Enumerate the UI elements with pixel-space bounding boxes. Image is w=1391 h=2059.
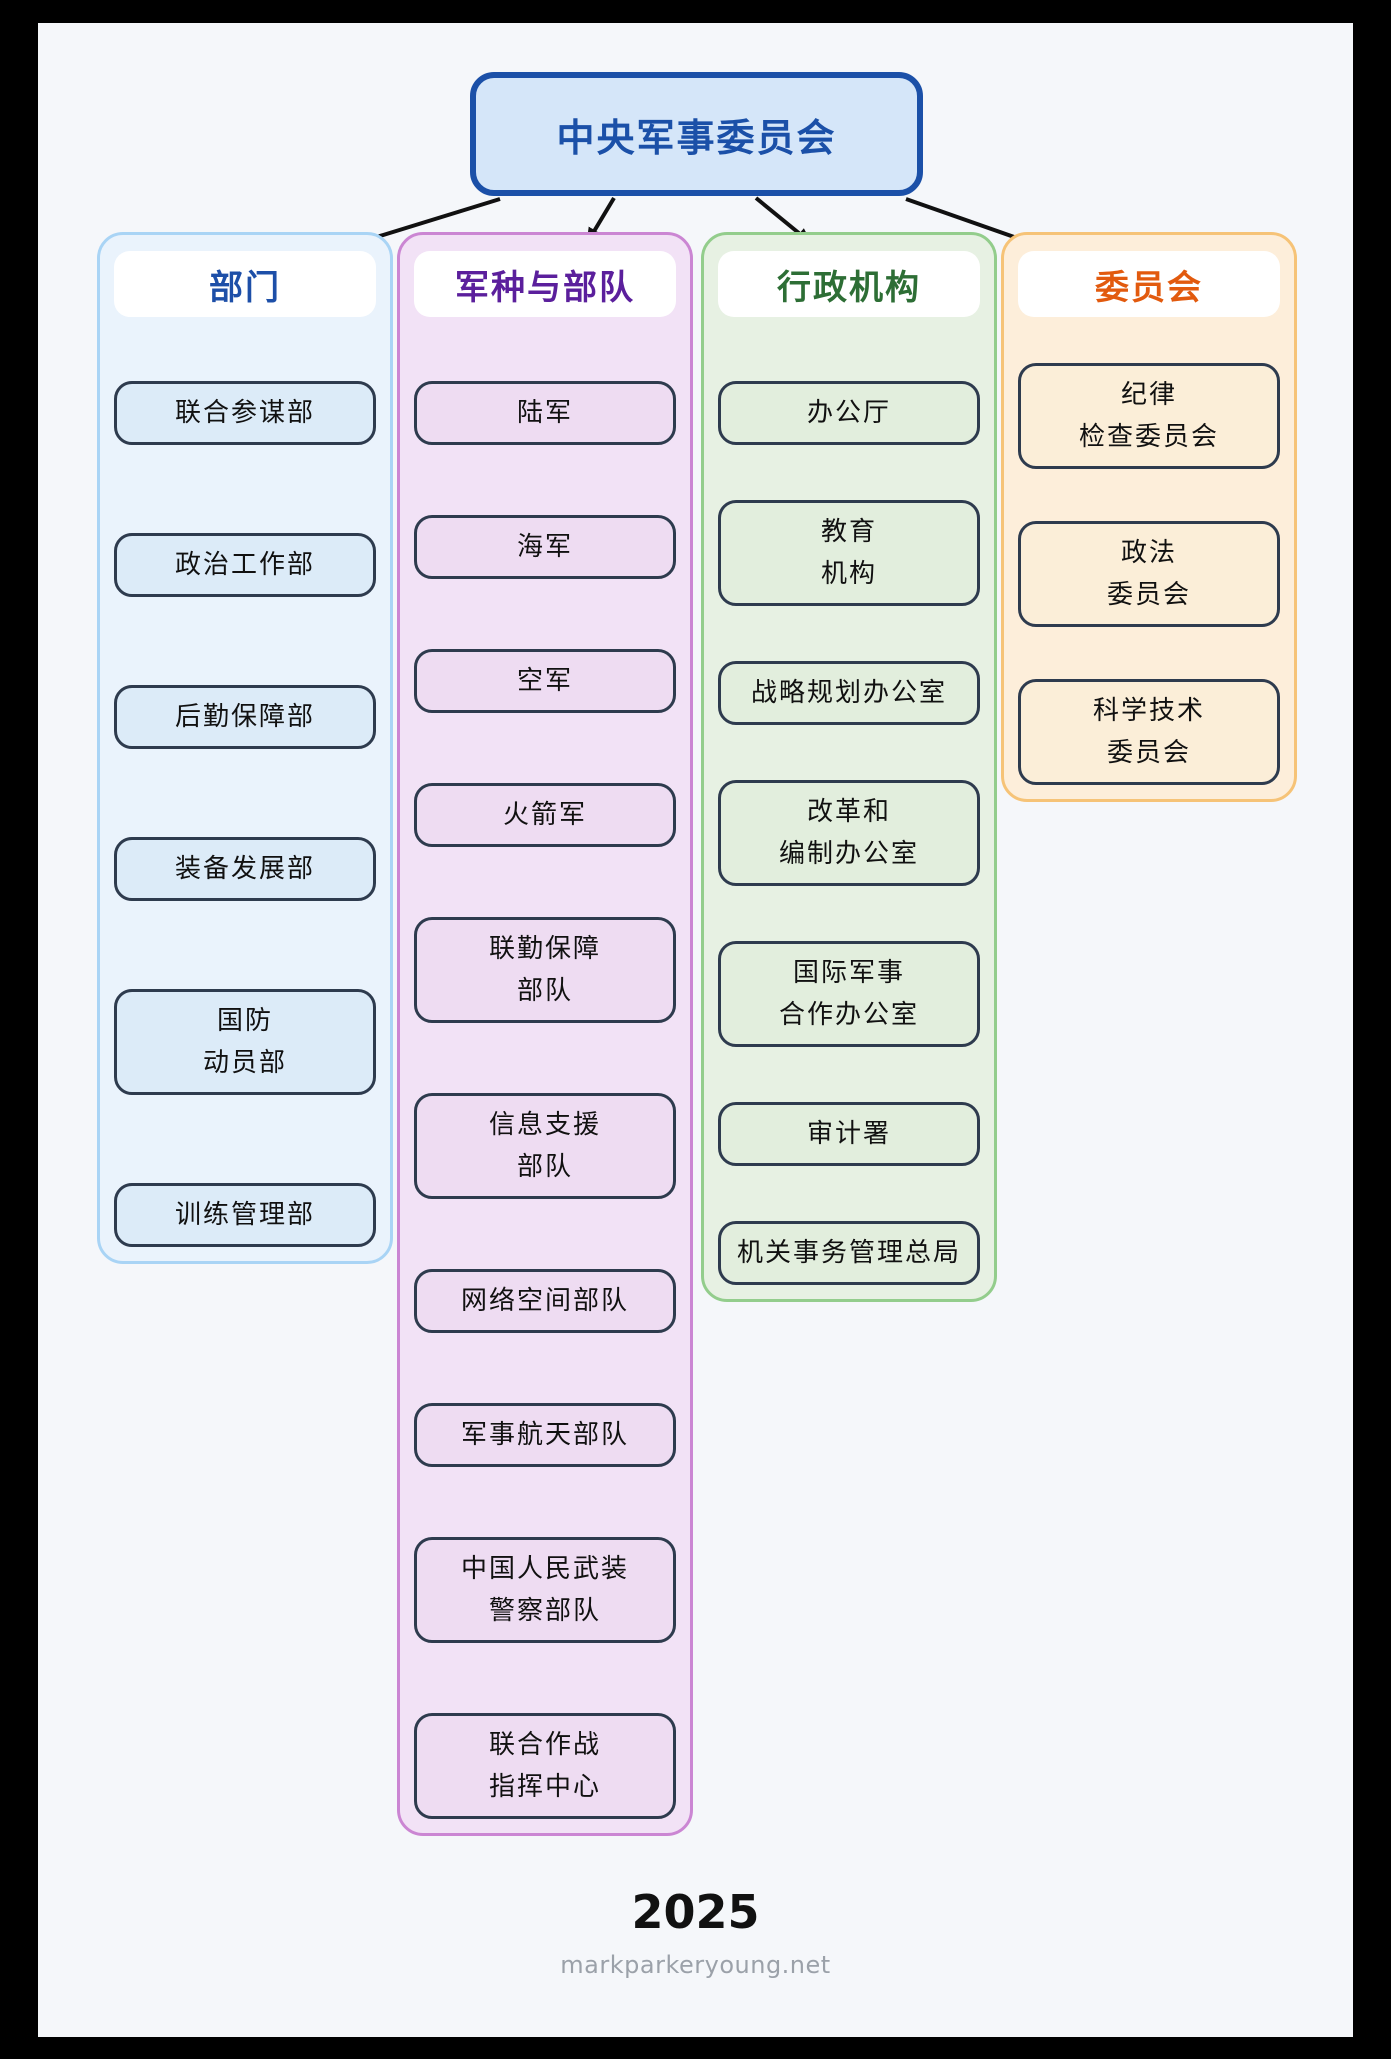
- org-box-line: 编制办公室: [778, 839, 919, 869]
- org-box-line: 办公厅: [806, 398, 891, 428]
- column-committees: 委员会 纪律检查委员会政法委员会科学技术委员会: [1001, 232, 1297, 802]
- column-header-label: 军种与部队: [455, 267, 635, 308]
- chart-canvas: 中央军事委员会 部门 联合参谋部政治工作部后勤保障部装备发展部国防动员部训练管理…: [38, 23, 1353, 2037]
- org-box-line: 装备发展部: [174, 854, 315, 884]
- org-box: 陆军: [414, 381, 676, 445]
- org-box-line: 委员会: [1106, 580, 1191, 610]
- org-box-line: 战略规划办公室: [750, 678, 947, 708]
- column-header-label: 行政机构: [777, 267, 921, 308]
- column-header-departments: 部门: [114, 251, 376, 317]
- column-header-services-forces: 军种与部队: [414, 251, 676, 317]
- footer-site-credit: markparkeryoung.net: [560, 1951, 831, 1979]
- org-box-line: 机构: [820, 559, 877, 589]
- org-box: 政法委员会: [1018, 521, 1280, 627]
- org-box-line: 训练管理部: [174, 1200, 315, 1230]
- org-box-line: 军事航天部队: [460, 1420, 629, 1450]
- org-box: 纪律检查委员会: [1018, 363, 1280, 469]
- org-box: 战略规划办公室: [718, 661, 980, 725]
- org-box: 网络空间部队: [414, 1269, 676, 1333]
- column-departments: 部门 联合参谋部政治工作部后勤保障部装备发展部国防动员部训练管理部: [97, 232, 393, 1264]
- org-box-line: 委员会: [1106, 738, 1191, 768]
- org-box: 机关事务管理总局: [718, 1221, 980, 1285]
- root-node-label: 中央军事委员会: [556, 115, 837, 160]
- column-items: 联合参谋部政治工作部后勤保障部装备发展部国防动员部训练管理部: [114, 381, 376, 1247]
- org-box: 海军: [414, 515, 676, 579]
- org-box: 军事航天部队: [414, 1403, 676, 1467]
- org-box-line: 教育: [820, 517, 877, 547]
- org-box-line: 网络空间部队: [460, 1286, 629, 1316]
- org-box-line: 检查委员会: [1078, 422, 1219, 452]
- org-box-line: 科学技术: [1092, 696, 1205, 726]
- org-box: 信息支援部队: [414, 1093, 676, 1199]
- column-items: 办公厅教育机构战略规划办公室改革和编制办公室国际军事合作办公室审计署机关事务管理…: [718, 381, 980, 1285]
- column-items: 陆军海军空军火箭军联勤保障部队信息支援部队网络空间部队军事航天部队中国人民武装警…: [414, 381, 676, 1819]
- footer-year: 2025: [631, 1885, 760, 1939]
- org-box: 空军: [414, 649, 676, 713]
- org-box: 后勤保障部: [114, 685, 376, 749]
- org-box: 联勤保障部队: [414, 917, 676, 1023]
- org-box-line: 中国人民武装: [460, 1554, 629, 1584]
- column-items: 纪律检查委员会政法委员会科学技术委员会: [1018, 363, 1280, 785]
- org-box-line: 审计署: [806, 1119, 891, 1149]
- org-box: 中国人民武装警察部队: [414, 1537, 676, 1643]
- org-box: 办公厅: [718, 381, 980, 445]
- org-box-line: 部队: [516, 1152, 573, 1182]
- org-box: 国防动员部: [114, 989, 376, 1095]
- org-box-line: 机关事务管理总局: [736, 1238, 961, 1268]
- org-box-line: 国防: [216, 1006, 273, 1036]
- org-box: 火箭军: [414, 783, 676, 847]
- org-box-line: 指挥中心: [488, 1772, 601, 1802]
- org-box: 装备发展部: [114, 837, 376, 901]
- org-box: 教育机构: [718, 500, 980, 606]
- org-box-line: 联合参谋部: [174, 398, 315, 428]
- column-admin-organs: 行政机构 办公厅教育机构战略规划办公室改革和编制办公室国际军事合作办公室审计署机…: [701, 232, 997, 1302]
- org-box: 改革和编制办公室: [718, 780, 980, 886]
- org-box: 训练管理部: [114, 1183, 376, 1247]
- column-header-label: 部门: [209, 267, 281, 308]
- org-box-line: 警察部队: [488, 1596, 601, 1626]
- org-box-line: 改革和: [806, 797, 891, 827]
- org-box: 联合作战指挥中心: [414, 1713, 676, 1819]
- column-services-forces: 军种与部队 陆军海军空军火箭军联勤保障部队信息支援部队网络空间部队军事航天部队中…: [397, 232, 693, 1836]
- org-box-line: 政治工作部: [174, 550, 315, 580]
- org-box: 审计署: [718, 1102, 980, 1166]
- org-box-line: 信息支援: [488, 1110, 601, 1140]
- org-box-line: 联合作战: [488, 1730, 601, 1760]
- org-box-line: 政法: [1120, 538, 1177, 568]
- column-header-label: 委员会: [1095, 267, 1203, 308]
- root-node: 中央军事委员会: [470, 72, 923, 196]
- org-box-line: 合作办公室: [778, 1000, 919, 1030]
- column-header-committees: 委员会: [1018, 251, 1280, 317]
- org-box: 政治工作部: [114, 533, 376, 597]
- org-box-line: 后勤保障部: [174, 702, 315, 732]
- org-box-line: 国际军事: [792, 958, 905, 988]
- org-box-line: 火箭军: [502, 800, 587, 830]
- org-box-line: 联勤保障: [488, 934, 601, 964]
- org-box-line: 纪律: [1120, 380, 1177, 410]
- org-box-line: 海军: [516, 532, 573, 562]
- org-box-line: 动员部: [202, 1048, 287, 1078]
- org-box: 科学技术委员会: [1018, 679, 1280, 785]
- org-box-line: 部队: [516, 976, 573, 1006]
- org-box-line: 陆军: [516, 398, 573, 428]
- org-box: 国际军事合作办公室: [718, 941, 980, 1047]
- org-box-line: 空军: [516, 666, 573, 696]
- column-header-admin-organs: 行政机构: [718, 251, 980, 317]
- org-box: 联合参谋部: [114, 381, 376, 445]
